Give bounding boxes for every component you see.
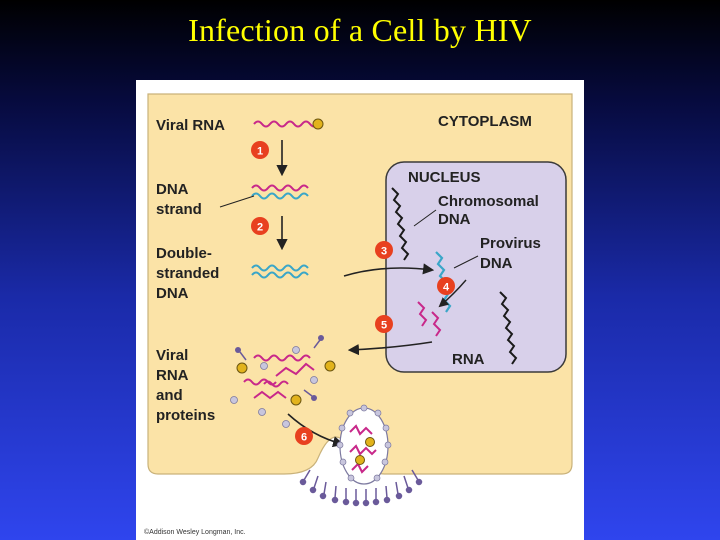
svg-text:6: 6 — [301, 432, 307, 444]
rna-transcript-1 — [417, 301, 428, 327]
svg-text:3: 3 — [381, 246, 387, 258]
double-stranded-dna-b — [251, 271, 309, 279]
viral-rna-and-proteins-cluster — [230, 335, 336, 428]
label-cytoplasm: CYTOPLASM — [438, 113, 532, 130]
slide-title: Infection of a Cell by HIV — [188, 12, 532, 48]
label-rna: RNA — [452, 351, 485, 368]
rna-template-strand — [251, 184, 309, 192]
label-dna-strand: DNA strand — [156, 181, 202, 218]
step-marker-1: 1 — [251, 141, 269, 159]
label-viral-rna: Viral RNA — [156, 117, 225, 134]
chromosomal-dna-upper — [391, 187, 410, 261]
label-nucleus: NUCLEUS — [408, 169, 481, 186]
arrow-to-virion — [287, 413, 345, 448]
label-viral-rna-and-proteins: Viral RNA and proteins — [156, 347, 215, 424]
step-marker-5: 5 — [375, 315, 393, 333]
viral-rna-strand — [253, 120, 319, 128]
figure-panel: Viral RNA DNA strand Double- stranded DN… — [136, 80, 584, 540]
arrow-step-5 — [347, 341, 433, 356]
step-marker-6: 6 — [295, 427, 313, 445]
step-marker-2: 2 — [251, 217, 269, 235]
svg-text:5: 5 — [381, 320, 387, 332]
svg-text:4: 4 — [443, 282, 450, 294]
svg-text:1: 1 — [257, 146, 263, 158]
rna-transcript-2 — [431, 311, 442, 337]
double-stranded-dna-a — [251, 264, 309, 272]
label-chromosomal-dna: Chromosomal DNA — [438, 193, 543, 228]
chromosomal-dna-lower — [499, 291, 518, 365]
step-marker-3: 3 — [375, 241, 393, 259]
budding-virion — [336, 404, 392, 485]
copyright-credit: ©Addison Wesley Longman, Inc. — [144, 528, 246, 536]
viral-rna-cap — [312, 118, 324, 130]
label-double-stranded-dna: Double- stranded DNA — [156, 245, 224, 302]
arrow-step-3 — [343, 263, 435, 277]
pointer-provirus-dna — [453, 255, 479, 269]
arrow-step-4 — [438, 279, 467, 308]
svg-text:2: 2 — [257, 222, 263, 234]
nucleus-region — [385, 161, 567, 373]
step-marker-4: 4 — [437, 277, 455, 295]
dna-strand — [251, 192, 309, 200]
membrane-receptors — [299, 469, 423, 507]
label-provirus-dna: Provirus DNA — [480, 235, 545, 272]
pointer-dna-strand — [219, 195, 255, 208]
pointer-chromosomal-dna — [413, 209, 437, 227]
